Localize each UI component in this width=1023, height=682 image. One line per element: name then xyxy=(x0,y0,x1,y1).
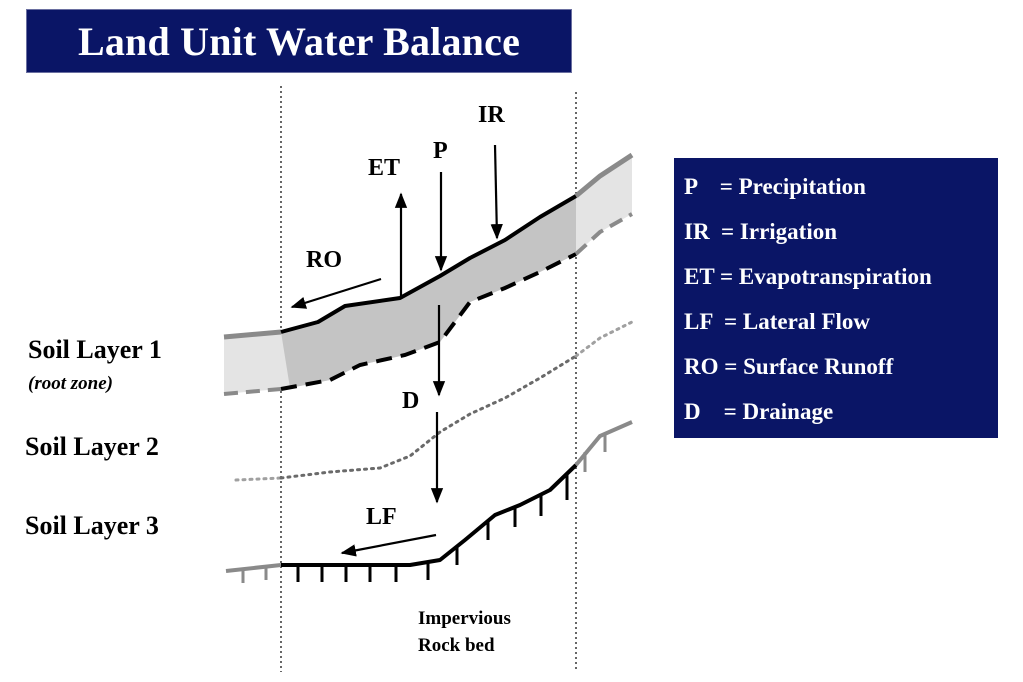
rock-bed-line xyxy=(281,463,578,567)
soil-layer-2-label: Soil Layer 2 xyxy=(25,432,159,461)
rock-bed-left xyxy=(225,563,282,573)
root-zone-bottom-line xyxy=(280,252,577,391)
title-banner: Land Unit Water Balance xyxy=(26,9,572,73)
root-zone-bottom-left xyxy=(223,387,282,396)
layer2-boundary-left xyxy=(234,476,283,482)
root-zone-note: (root zone) xyxy=(28,373,113,394)
root-zone-band-inner xyxy=(281,196,576,388)
p-label: P xyxy=(433,138,448,164)
ir-label: IR xyxy=(478,102,505,128)
layer2-boundary-right xyxy=(574,320,634,358)
soil-layer-3-label: Soil Layer 3 xyxy=(25,511,159,540)
legend-item-et: ET = Evapotranspiration xyxy=(684,264,932,289)
soil-layer-1-label: Soil Layer 1 xyxy=(28,335,162,364)
ir-arrow xyxy=(490,144,503,240)
ro-label: RO xyxy=(306,247,342,273)
surface-line-right xyxy=(574,152,634,198)
surface-line-left xyxy=(223,329,282,340)
rock-bed-label-line1: Impervious xyxy=(418,608,511,629)
legend-box: P = Precipitation IR = Irrigation ET = E… xyxy=(674,158,998,438)
legend-item-ir: IR = Irrigation xyxy=(684,219,838,244)
layer2-boundary-line xyxy=(279,354,578,480)
lf-arrow xyxy=(340,533,437,557)
root-zone-bottom-right xyxy=(574,212,633,256)
page-title: Land Unit Water Balance xyxy=(77,18,521,64)
rock-bed-hatches xyxy=(241,433,607,583)
legend-item-d: D = Drainage xyxy=(684,399,834,424)
rock-bed-label: Impervious Rock bed xyxy=(418,605,511,659)
legend-item-lf: LF = Lateral Flow xyxy=(684,309,870,334)
et-label: ET xyxy=(368,155,401,181)
surface-line xyxy=(280,194,578,334)
root-zone-band-outer xyxy=(224,155,632,394)
rock-bed-label-line2: Rock bed xyxy=(418,635,495,656)
legend-item-p: P = Precipitation xyxy=(684,174,866,199)
ro-arrow xyxy=(290,277,382,309)
lf-label: LF xyxy=(366,504,397,530)
legend-item-ro: RO = Surface Runoff xyxy=(684,354,894,379)
d-label: D xyxy=(402,388,420,414)
